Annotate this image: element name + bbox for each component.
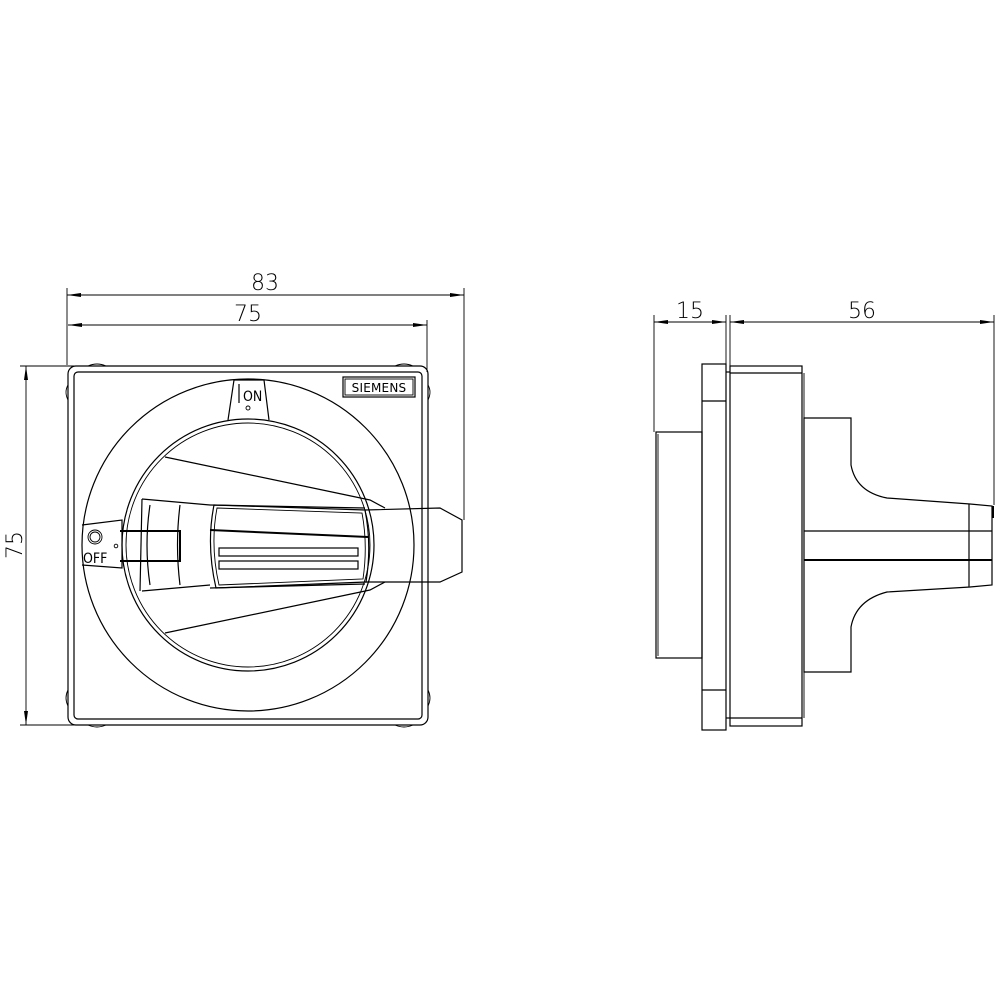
off-label: OFF (83, 551, 107, 567)
dimension-label-83: 83 (251, 271, 279, 296)
off-position-marker: OFF (81, 519, 123, 569)
front-plate-profile (729, 365, 805, 727)
dimension-label-75-width: 75 (234, 302, 262, 327)
rotary-handle (120, 498, 463, 592)
on-position-marker: ON (227, 379, 270, 421)
dimension-front-depth: 56 (729, 299, 995, 505)
handle-wings (141, 456, 386, 634)
mounting-flange (701, 363, 730, 731)
brand-badge: SIEMENS (342, 376, 416, 398)
rear-housing (655, 431, 703, 659)
dimension-overall-width: 83 (66, 271, 465, 520)
side-view: 15 56 (653, 299, 995, 731)
dial-inner-ring (121, 418, 375, 672)
brand-label: SIEMENS (352, 381, 407, 395)
dimension-label-56: 56 (848, 299, 876, 324)
dimension-label-15: 15 (676, 299, 704, 324)
front-view: 83 75 75 (3, 271, 465, 728)
dimension-label-75-height: 75 (3, 531, 28, 559)
dial-outer-ring (81, 378, 415, 712)
dimension-plate-height: 75 (3, 365, 75, 726)
handle-profile (803, 417, 994, 673)
dimension-plate-width: 75 (68, 302, 428, 372)
mounting-plate (65, 363, 431, 728)
on-label: ON (243, 389, 262, 405)
dimension-rear-depth: 15 (653, 299, 727, 432)
